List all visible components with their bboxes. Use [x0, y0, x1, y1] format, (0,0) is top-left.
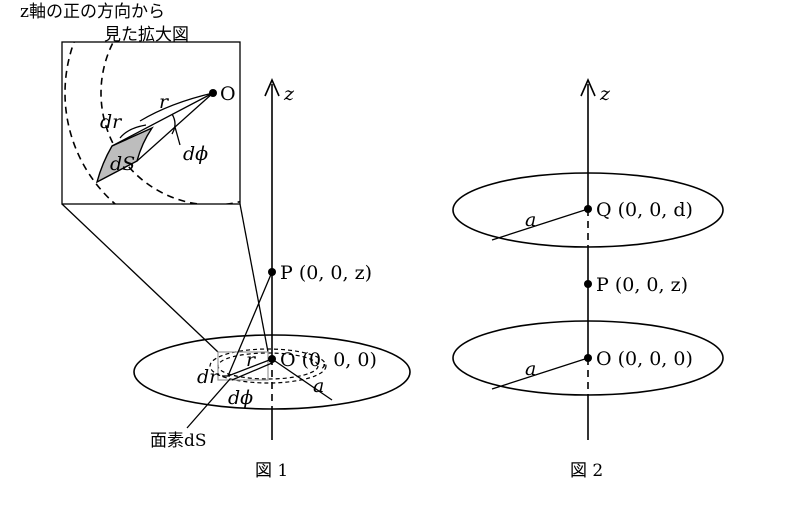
fig1-radius-a-line	[271, 358, 333, 401]
zoom-r-label: r	[159, 91, 170, 113]
dphi-pointer	[174, 126, 181, 146]
zoom-source-rect	[217, 351, 269, 381]
fig2-z-label: z	[599, 83, 611, 105]
zoom-caption-line2: 見た拡大図	[104, 25, 189, 45]
fig1-z-label: z	[283, 83, 295, 105]
zoom-ds-label: dS	[110, 153, 135, 175]
fig2-bottom-radius-label: a	[525, 358, 536, 380]
dr-bracket	[119, 124, 147, 139]
fig1-inner-dashed-ring-2	[209, 348, 327, 384]
zoom-projection-line-left	[61, 203, 219, 353]
fig1-r-label: r	[246, 349, 257, 371]
fig1-z-arrowhead	[264, 78, 280, 97]
fig2-point-p	[584, 280, 592, 288]
fig2-top-radius-label: a	[525, 209, 536, 231]
dphi-arc	[171, 113, 176, 135]
fig1-radius-r-line	[227, 358, 273, 377]
figure-1: z軸の正の方向から 見た拡大図 O r dr dS dϕ	[20, 2, 411, 481]
fig1-radius-r-line-2	[231, 362, 273, 381]
fig1-surface-pointer	[186, 378, 231, 429]
fig1-dphi-label: dϕ	[228, 387, 253, 409]
zoom-radius-line-1	[111, 92, 214, 147]
zoom-dphi-label: dϕ	[183, 143, 208, 165]
zoom-origin-label: O	[220, 83, 236, 105]
zoom-inset-content	[64, 42, 240, 204]
fig2-point-q-label: Q (0, 0, d)	[596, 199, 693, 221]
r-bracket	[139, 92, 214, 122]
fig2-origin-point	[584, 354, 592, 362]
fig2-bottom-radius	[491, 357, 589, 390]
fig2-top-radius	[491, 208, 589, 241]
fig1-point-p-label: P (0, 0, z)	[280, 262, 372, 284]
zoom-caption-line1: z軸の正の方向から	[20, 2, 165, 22]
fig2-z-arrowhead	[580, 78, 596, 97]
fig1-origin-point	[268, 355, 276, 363]
fig2-point-q	[584, 205, 592, 213]
fig1-caption: 図 1	[255, 461, 288, 481]
fig1-line-ds-to-p	[227, 271, 273, 377]
zoom-projection-line-right	[239, 203, 269, 353]
fig1-origin-label: O (0, 0, 0)	[280, 349, 377, 371]
zoom-dr-label: dr	[100, 111, 123, 133]
fig2-origin-label: O (0, 0, 0)	[596, 348, 693, 370]
figure-2: z a a Q (0, 0, d) P (0, 0, z) O (0, 0, 0…	[452, 78, 724, 481]
fig1-a-label: a	[313, 375, 324, 397]
fig2-caption: 図 2	[570, 461, 603, 481]
zoom-inner-dashed-arc	[100, 42, 240, 204]
fig1-surface-label: 面素dS	[150, 431, 207, 451]
zoom-origin-point	[209, 89, 217, 97]
fig1-dr-label: dr	[197, 366, 220, 388]
fig2-point-p-label: P (0, 0, z)	[596, 274, 688, 296]
zoom-inset-box	[61, 41, 241, 205]
